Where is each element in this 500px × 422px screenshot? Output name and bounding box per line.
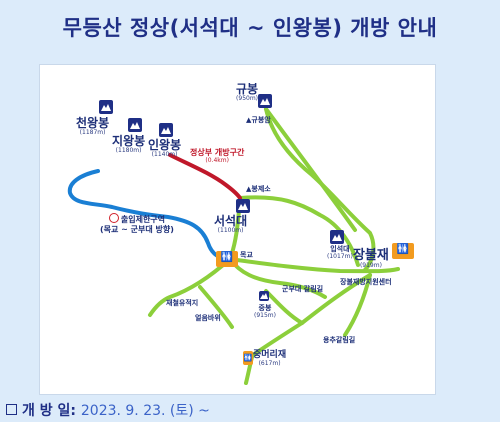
peak-elev: (1187m) [79,129,106,137]
place-yongchu: 용추갈림길 [323,336,356,344]
peak-elev: (950m) [236,95,259,103]
open-date-value: 2023. 9. 23. (토) ~ [80,403,210,419]
peak-name: 천왕봉 [76,116,110,130]
peak-label-seoseok: 서석대(1100m) [214,214,248,235]
open-date-label: 개 방 일: [22,403,76,419]
peak-icon-chunwang [99,100,113,114]
peak-name: 규봉 [236,82,259,96]
peak-name: 중봉 [258,304,272,312]
peak-name: 서석대 [214,214,248,228]
open-section-route [168,153,242,200]
place-gyubongam: ▲규봉암 [246,116,271,124]
peak-elev: (1017m) [327,252,353,260]
page-title: 무등산 정상(서석대 ~ 인왕봉) 개방 안내 [62,16,438,40]
restricted-zone-label: 출입제한구역 (목교 ~ 군부대 방향) [100,213,174,235]
place-gunbudae: 군부대 갈림길 [282,285,324,293]
restricted-route [67,169,232,261]
open-date: 개 방 일: 2023. 9. 23. (토) ~ [6,400,210,420]
peak-label-jungmeori: 중머리재(617m) [253,350,287,367]
peak-elev: (1180m) [115,147,142,155]
trail-gyubong [264,107,376,272]
peak-icon-ipseok [330,230,344,244]
peak-elev: (915m) [254,311,276,319]
trail-west2 [198,285,234,329]
peak-name: 장불재 [353,248,389,263]
place-bongjeso: ▲봉제소 [246,185,271,193]
peak-elev: (617m) [258,359,281,367]
peak-icon-seoseok [236,199,250,213]
bullet-square-icon [6,404,17,415]
toilet-icon-jangbul: 🚻 [392,243,414,259]
place-mokgyo: 목교 [240,251,253,259]
peak-elev: (1100m) [217,227,244,235]
trail-west [148,257,232,317]
peak-icon-jungbong [259,291,269,301]
place-name: 규봉암 [251,116,271,124]
place-name: 봉제소 [251,185,271,193]
open-section-length: (0.4km) [205,156,229,164]
peak-label-jiwang: 지왕봉(1180m) [112,134,146,155]
place-eoreum: 얼음바위 [195,314,221,322]
place-jeolgeol: 재철유적지 [166,299,199,307]
toilet-icon-jungmeori: 🚻 [243,351,253,365]
peak-name: 중머리재 [253,350,287,360]
trail-map: 천왕봉(1187m) 지왕봉(1180m) 인왕봉(1140m) 규봉(950m… [39,64,436,395]
peak-elev: (1140m) [151,151,178,159]
peak-label-jangbul: 장불재(919m) [353,248,389,270]
trail-jangbul-yongchu [343,273,372,337]
restricted-title: 출입제한구역 [120,215,166,224]
toilet-icon-mokgyo: 🚻 [216,251,238,267]
peak-label-ipseok: 입석대(1017m) [327,245,353,260]
open-section-label: 정상부 개방구간(0.4km) [190,148,245,164]
peak-label-chunwang: 천왕봉(1187m) [76,116,110,137]
restricted-range: (목교 ~ 군부대 방향) [100,225,174,234]
trail-seoseok-ridge [238,195,360,267]
trail-gyubong-jangbul [264,107,357,232]
place-jangbul-center: 장불재방지원센터 [340,278,392,286]
peak-icon-jiwang [128,118,142,132]
trail-mokgyo-jangbul [228,257,400,274]
no-entry-icon [108,213,119,223]
peak-label-gyu: 규봉(950m) [236,82,259,103]
peak-elev: (919m) [359,262,382,270]
open-section-name: 정상부 개방구간 [190,148,245,157]
peak-label-inwang: 인왕봉(1140m) [148,138,182,159]
peak-icon-gyu [258,94,272,108]
peak-label-jungbong: 중봉(915m) [254,304,276,319]
trail-mokgyo-gunbudae [228,257,327,299]
peak-icon-inwang [159,123,173,137]
peak-name: 인왕봉 [148,138,182,152]
peak-name: 입석대 [330,245,350,253]
peak-name: 지왕봉 [112,134,146,148]
